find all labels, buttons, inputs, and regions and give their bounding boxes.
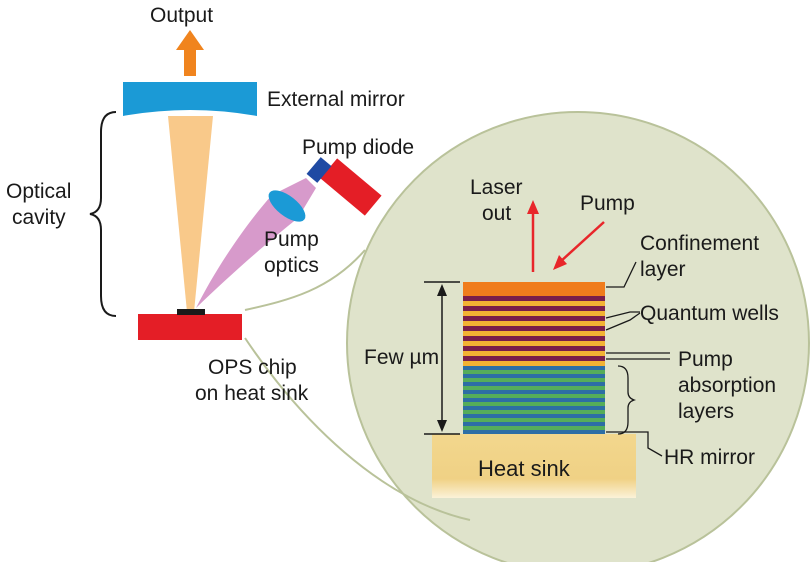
absorption-stripe <box>463 394 605 398</box>
pump-optics-label-2: optics <box>264 254 319 277</box>
pump-arrow <box>553 221 605 270</box>
external-mirror-label: External mirror <box>267 88 405 111</box>
quantum-well-stripe <box>463 351 605 356</box>
quantum-well-stripe <box>463 341 605 346</box>
optical-cavity-brace <box>89 111 117 317</box>
quantum-wells-label: Quantum wells <box>640 302 779 325</box>
pump-lens <box>268 190 306 222</box>
few-um-dimension <box>424 281 460 435</box>
pump-diode-label: Pump diode <box>302 136 414 159</box>
zoom-line-top <box>244 249 366 311</box>
absorption-stripe <box>463 406 605 410</box>
quantum-well-stripe <box>463 356 605 361</box>
pump-diode <box>306 157 382 216</box>
absorption-stripe <box>463 370 605 374</box>
quantum-well-stripe <box>463 336 605 341</box>
heat-sink-label: Heat sink <box>478 456 571 481</box>
quantum-well-stripe <box>463 311 605 316</box>
pump-absorption-label-1: Pump <box>678 348 733 371</box>
absorption-stripe <box>463 374 605 378</box>
absorption-stripe <box>463 410 605 414</box>
quantum-well-stripe <box>463 326 605 331</box>
laser-out-label-1: Laser <box>470 176 523 199</box>
ops-chip-label-2: on heat sink <box>195 382 309 405</box>
confinement-layer-label-2: layer <box>640 258 686 281</box>
zoom-line-bottom <box>244 337 471 521</box>
absorption-stripe <box>463 366 605 370</box>
absorption-stripe <box>463 386 605 390</box>
pump-absorption-label-3: layers <box>678 400 734 423</box>
quantum-well-stripe <box>463 331 605 336</box>
absorption-stripe <box>463 414 605 418</box>
optical-cavity-label-2: cavity <box>12 206 66 229</box>
external-mirror <box>123 82 257 116</box>
quantum-well-stripe <box>463 316 605 321</box>
absorption-stripe <box>463 378 605 382</box>
absorption-stripe <box>463 398 605 402</box>
quantum-well-stripe <box>463 321 605 326</box>
laser-beam <box>168 116 213 312</box>
absorption-stripe <box>463 426 605 430</box>
laser-out-arrow <box>527 200 539 272</box>
leader-lines <box>605 261 670 457</box>
pump-absorption-label-2: absorption <box>678 374 776 397</box>
hr-mirror-label: HR mirror <box>664 446 755 469</box>
absorption-stripe <box>463 390 605 394</box>
output-label: Output <box>150 4 213 27</box>
ops-chip-label-1: OPS chip <box>208 356 297 379</box>
pump-optics-label-1: Pump <box>264 228 319 251</box>
absorption-stripe <box>463 422 605 426</box>
quantum-well-stripe <box>463 346 605 351</box>
absorption-stripe <box>463 418 605 422</box>
absorption-stripe <box>463 382 605 386</box>
laser-out-label-2: out <box>482 202 511 225</box>
heat-sink-block <box>432 434 636 498</box>
layer-stack <box>463 282 605 434</box>
confinement-layer-label-1: Confinement <box>640 232 759 255</box>
quantum-well-stripe <box>463 296 605 301</box>
few-um-label: Few µm <box>364 346 439 369</box>
quantum-well-stripe <box>463 301 605 306</box>
output-arrow <box>176 30 204 76</box>
ops-chip <box>138 314 242 340</box>
absorption-stripe <box>463 430 605 434</box>
quantum-well-stripe <box>463 306 605 311</box>
quantum-well-stripe <box>463 361 605 366</box>
optical-cavity-label-1: Optical <box>6 180 71 203</box>
chip-emitter <box>177 309 205 315</box>
absorption-stripe <box>463 402 605 406</box>
pump-label: Pump <box>580 192 635 215</box>
